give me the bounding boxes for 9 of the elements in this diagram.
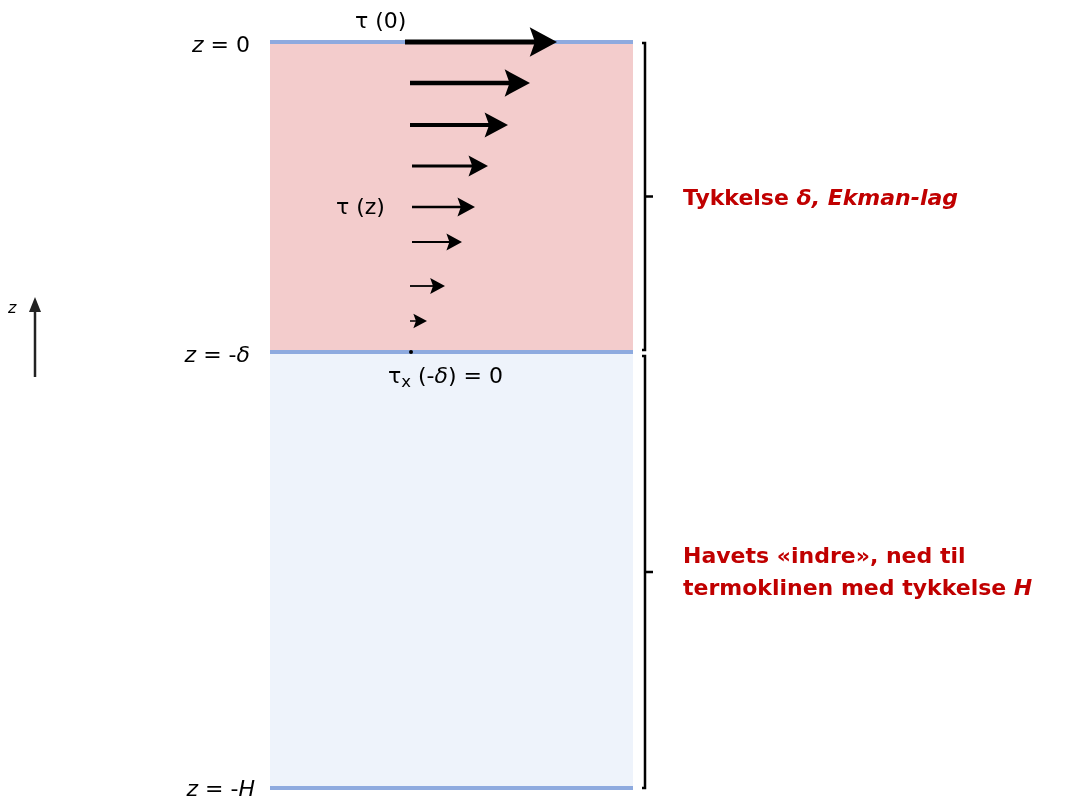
depth-label: z = -H (186, 776, 255, 801)
layer-description: Havets «indre», ned til termoklinen med tykkelse H (683, 543, 1033, 600)
layer-description: Tykkelse δ, Ekman-lag (683, 185, 959, 210)
axis-label: z (8, 298, 17, 317)
boundary-condition: τ$_{x}$ (-δ) = 0 (388, 363, 503, 388)
depth-label: z = 0 (192, 32, 250, 57)
stress-label: τ (0) (355, 8, 407, 33)
depth-label: z = -δ (184, 342, 250, 367)
stress-label: τ (z) (336, 194, 385, 219)
